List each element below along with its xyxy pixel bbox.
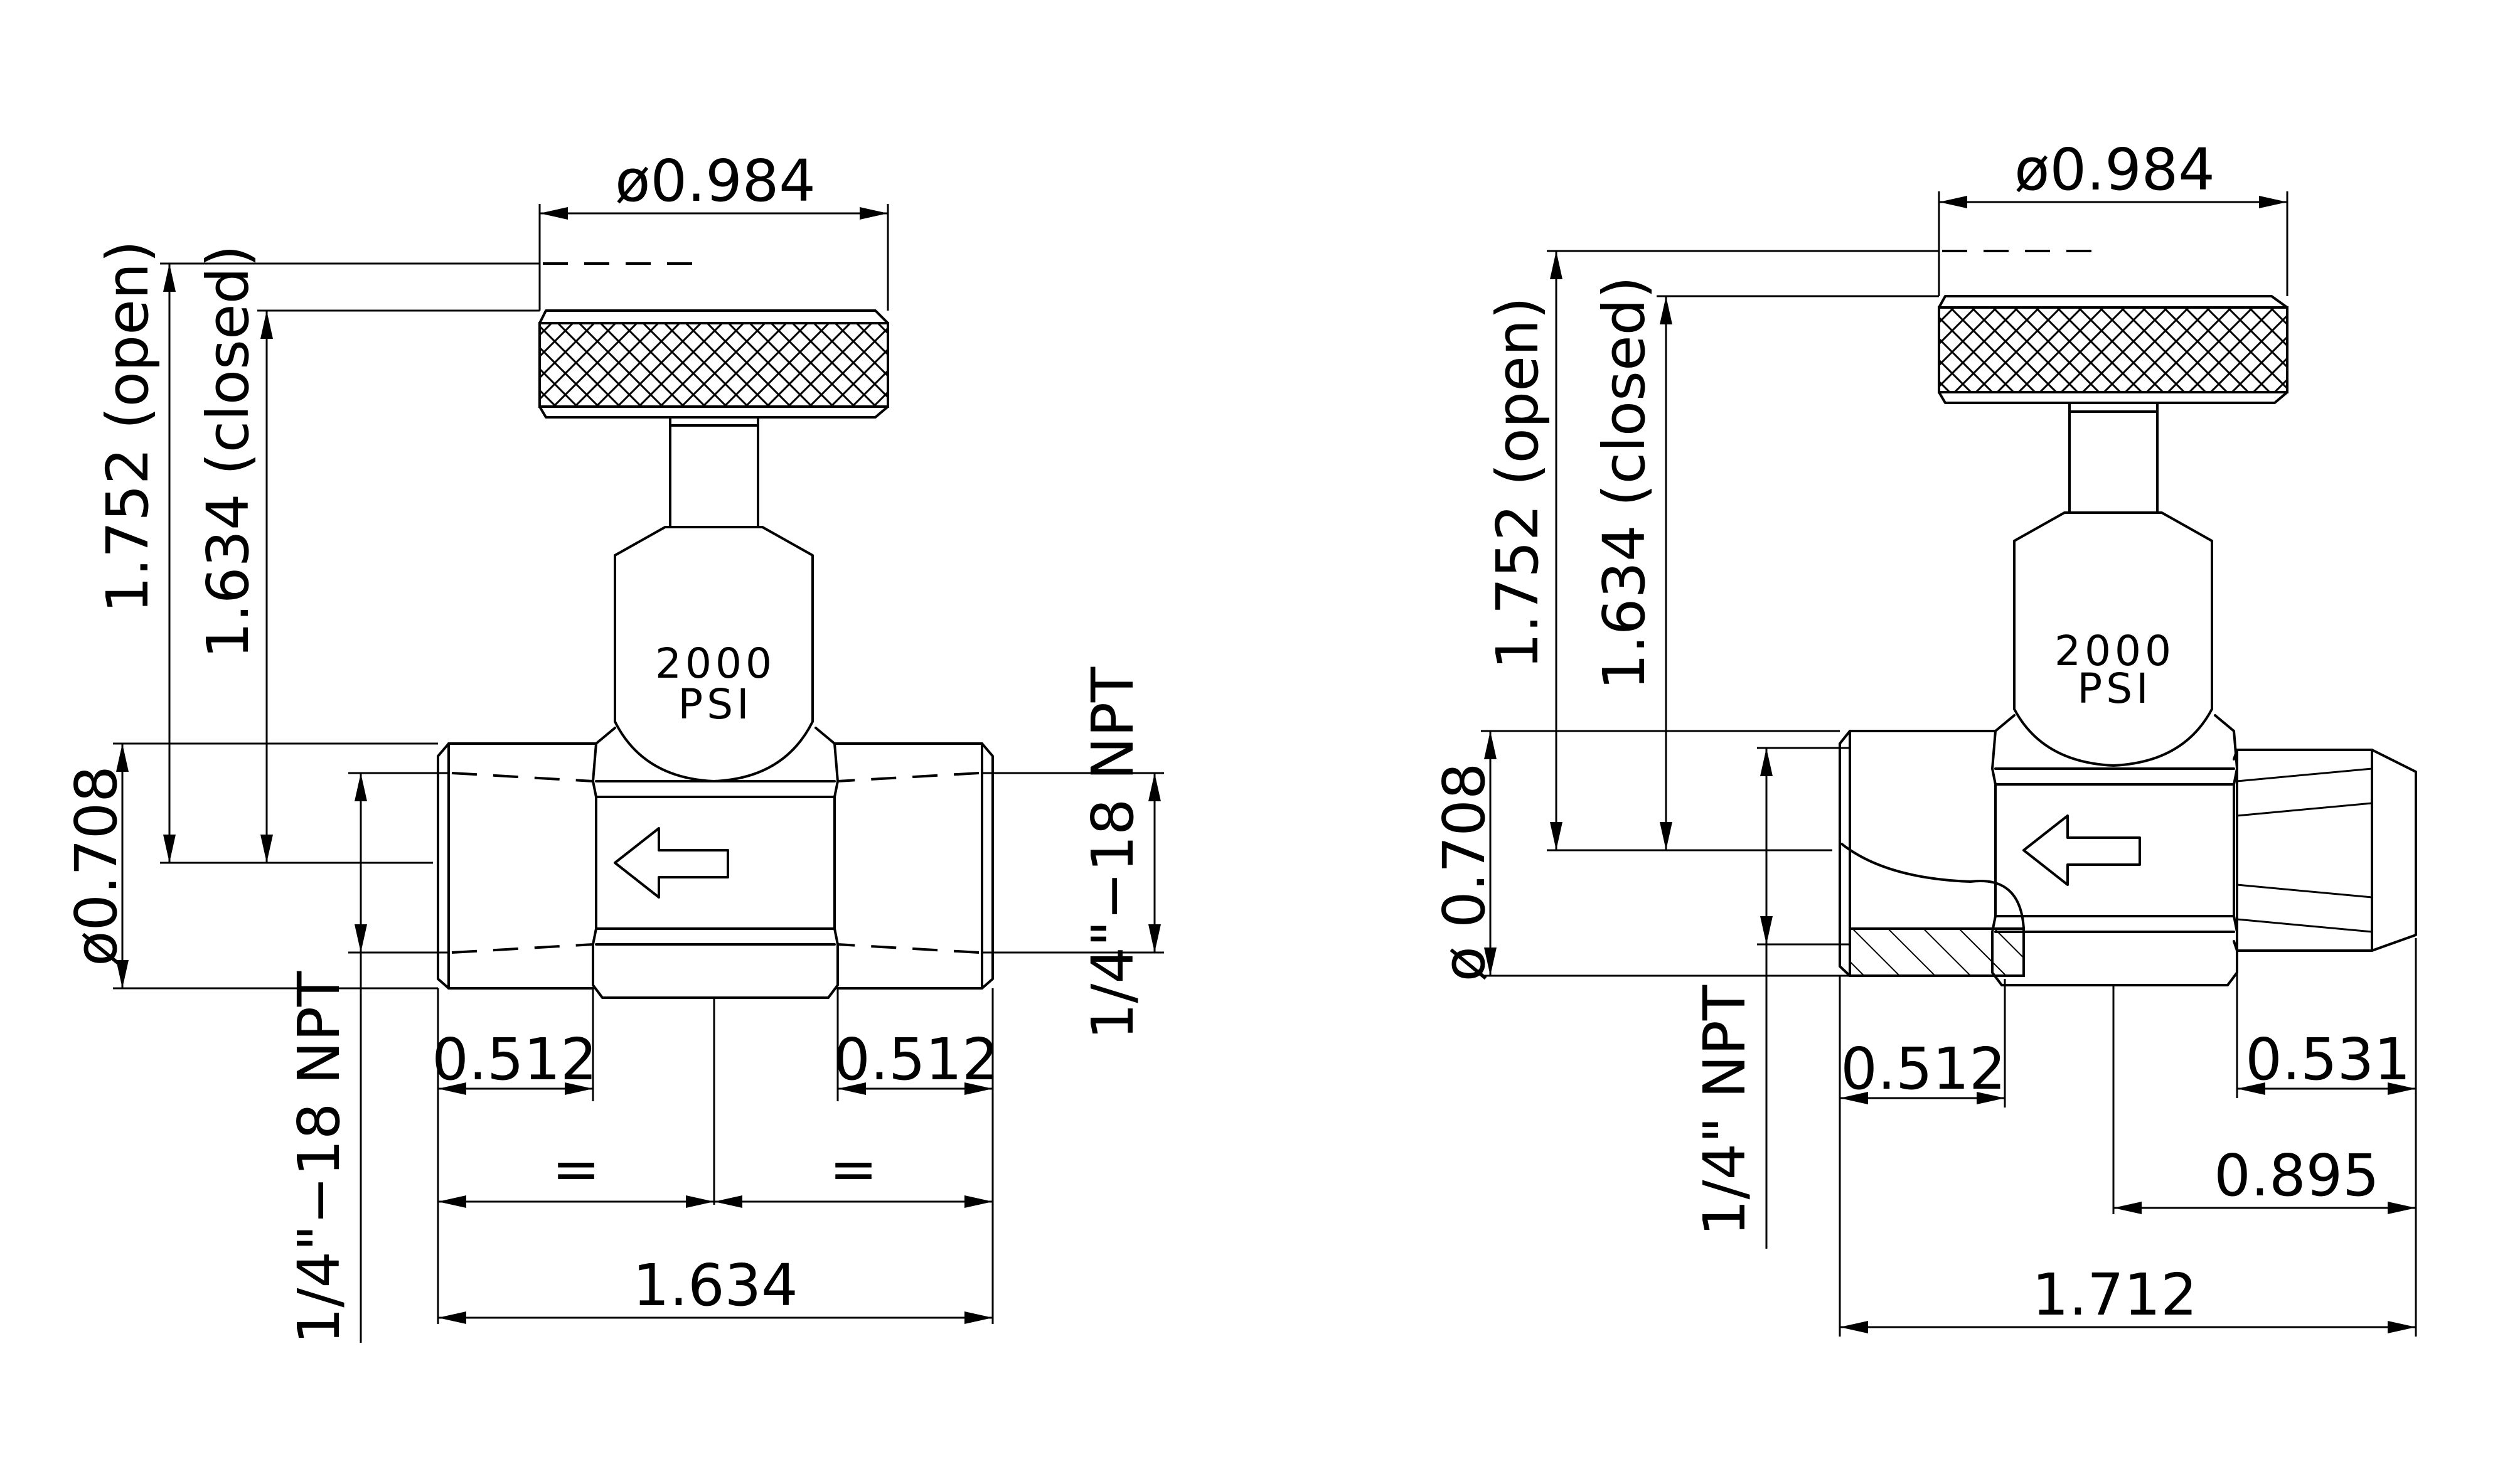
right-overall-length-dim: 1.712 <box>1840 1261 2416 1333</box>
left-thread-right: 1/4"−18 NPT <box>1079 666 1146 1040</box>
right-valve-view: 2000 PSI <box>1431 136 2417 1337</box>
left-overall-length-dim: 1.634 <box>438 1252 993 1324</box>
right-center-to-end-value: 0.895 <box>2214 1142 2379 1209</box>
left-port-left <box>437 742 597 990</box>
right-stem <box>2068 402 2159 514</box>
right-height-open-dim: 1.752 (open) <box>1484 250 1939 851</box>
left-overall-length: 1.634 <box>633 1252 798 1319</box>
left-equal-right: = <box>829 1136 877 1203</box>
right-height-open: 1.752 (open) <box>1484 297 1551 670</box>
right-thread-left-dim: 1/4" NPT <box>1691 747 1850 1249</box>
right-rating-line1: 2000 <box>2054 627 2175 675</box>
left-handle-diameter: ø0.984 <box>615 147 816 215</box>
left-port-right <box>833 742 994 990</box>
right-height-closed: 1.634 (closed) <box>1591 276 1658 690</box>
right-center-to-end-dim: 0.895 <box>2113 1142 2416 1214</box>
right-handle-diameter-dim: ø0.984 <box>1938 136 2288 296</box>
right-rating-line2: PSI <box>2077 665 2152 713</box>
right-height-closed-dim: 1.634 (closed) <box>1591 276 1939 850</box>
right-thread-left: 1/4" NPT <box>1691 985 1758 1236</box>
right-flow-arrow-icon <box>2022 814 2141 886</box>
left-rating-line2: PSI <box>678 680 752 729</box>
right-male-end-value: 0.531 <box>2245 1026 2410 1093</box>
right-male-end-dim: 0.531 <box>2236 938 2417 1337</box>
left-port-right-dim: 0.512 <box>833 988 999 1324</box>
left-rating-line1: 2000 <box>655 639 776 688</box>
left-port-right-value: 0.512 <box>833 1026 998 1093</box>
right-center-body <box>1991 714 2238 986</box>
left-handle-knob <box>538 309 889 419</box>
left-height-closed: 1.634 (closed) <box>195 245 262 659</box>
left-body-diameter-dim: ø0.708 <box>63 742 438 990</box>
left-equal-dims: = = <box>438 1136 993 1208</box>
left-equal-left: = <box>552 1136 600 1203</box>
right-port-female-section <box>1839 730 2025 977</box>
right-port-male <box>2233 749 2417 952</box>
left-thread-left: 1/4"−18 NPT <box>286 971 353 1344</box>
right-port-left-dim: 0.512 <box>1839 976 2006 1337</box>
right-overall-length: 1.712 <box>2032 1261 2197 1328</box>
right-handle-knob <box>1938 295 2288 404</box>
right-port-left-value: 0.512 <box>1840 1035 2005 1102</box>
right-handle-diameter: ø0.984 <box>2014 136 2215 203</box>
left-body-diameter: ø0.708 <box>63 766 130 966</box>
left-height-open-dim: 1.752 (open) <box>94 240 540 864</box>
left-port-left-value: 0.512 <box>432 1026 597 1093</box>
left-height-open: 1.752 (open) <box>94 240 161 613</box>
right-bonnet <box>2013 511 2213 767</box>
left-port-left-dim: 0.512 <box>432 988 597 1324</box>
left-thread-right-dim: 1/4"−18 NPT <box>982 666 1164 1040</box>
left-height-closed-dim: 1.634 (closed) <box>195 245 540 863</box>
left-center-body <box>592 727 839 999</box>
left-valve-view: 2000 PSI <box>63 147 1164 1344</box>
right-body-diameter: ø 0.708 <box>1431 763 1498 982</box>
left-handle-diameter-dim: ø0.984 <box>538 147 889 311</box>
right-body-diameter-dim: ø 0.708 <box>1431 730 1850 982</box>
left-stem <box>669 416 759 528</box>
left-thread-left-dim: 1/4"−18 NPT <box>286 772 449 1344</box>
left-flow-arrow-icon <box>614 827 729 899</box>
